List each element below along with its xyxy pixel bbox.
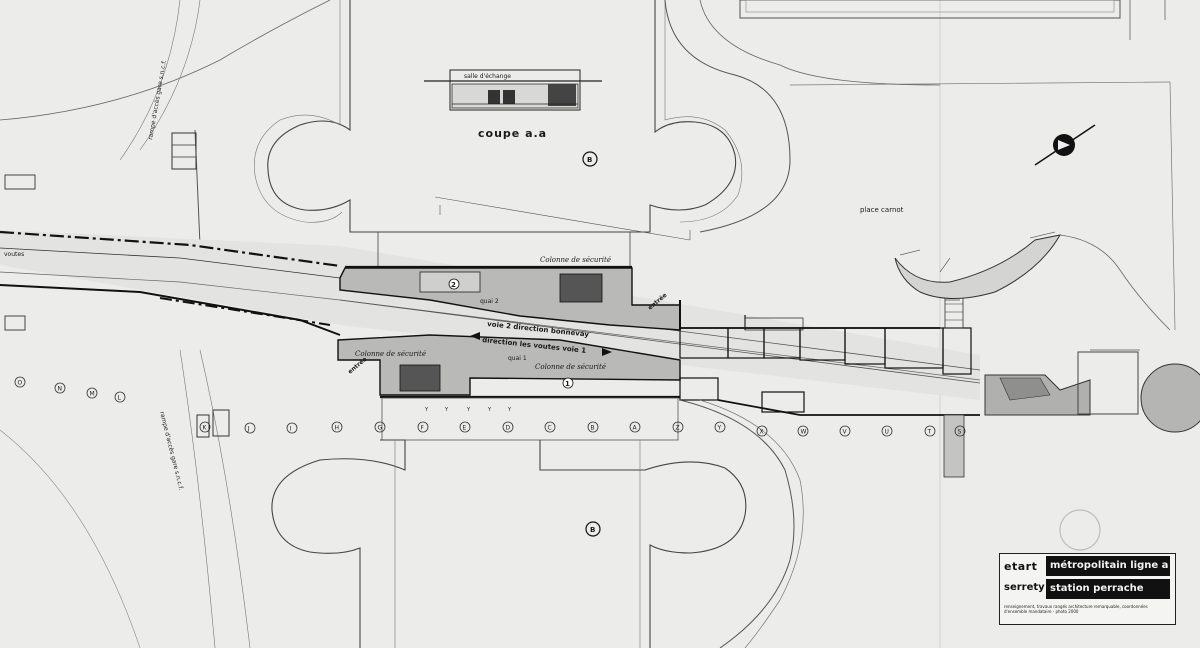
section-marker-top	[582, 151, 598, 167]
left-voutes-label: voutes	[4, 251, 24, 258]
section-marker-bottom-label: B	[590, 526, 595, 534]
title-station: station perrache	[1046, 579, 1170, 599]
column-marker-circle	[954, 425, 966, 437]
column-marker-circle	[331, 421, 343, 433]
colonne-label-mid: Colonne de sécurité	[355, 350, 426, 358]
column-marker-label: G	[378, 425, 383, 432]
column-marker-circle	[286, 422, 298, 434]
section-room-label: salle d'échange	[464, 73, 511, 80]
column-marker-circle	[797, 425, 809, 437]
column-marker-circle	[714, 421, 726, 433]
column-marker-label: L	[118, 395, 122, 402]
place-label: place carnot	[860, 206, 904, 214]
column-marker-circle	[544, 421, 556, 433]
column-tick-label: Y	[424, 407, 429, 413]
quai-2-label: quai 2	[480, 298, 499, 305]
column-marker-label: U	[885, 429, 889, 436]
badge-2: 2	[451, 281, 456, 289]
upper-plaza	[267, 0, 737, 233]
column-marker-circle	[114, 391, 126, 403]
column-marker-circle	[672, 421, 684, 433]
title-fineprint: renseignement, travaux rangés architectu…	[1004, 604, 1148, 614]
column-marker-circle	[502, 421, 514, 433]
column-tick-label: Y	[444, 407, 449, 413]
logo-etart: etart	[1004, 560, 1038, 573]
column-marker-circle	[629, 421, 641, 433]
column-marker-label: M	[90, 391, 95, 398]
column-marker-circle	[244, 422, 256, 434]
column-marker-circle	[459, 421, 471, 433]
top-building-inner	[745, 0, 1115, 13]
escalator-quai-1	[399, 364, 441, 392]
section-title: coupe a.a	[478, 127, 547, 140]
curved-stair-upper-right	[894, 234, 1061, 299]
corridor-edge-bottom	[0, 284, 341, 336]
column-tick-label: Y	[487, 407, 492, 413]
escalator-quai-2	[559, 273, 603, 303]
column-marker-label: T	[927, 429, 932, 436]
column-marker-circle	[756, 425, 768, 437]
column-marker-label: D	[506, 425, 511, 432]
top-building	[739, 0, 1121, 19]
column-tick-label: Y	[466, 407, 471, 413]
roundabout-hatched	[1140, 363, 1200, 433]
lower-plaza	[271, 439, 406, 648]
column-marker-label: S	[958, 429, 962, 436]
column-marker-label: I	[290, 426, 292, 433]
corridor-edge-top	[0, 230, 341, 268]
column-marker-label: C	[548, 425, 552, 432]
road-curve-bottom	[679, 399, 795, 648]
column-marker-label: Z	[676, 425, 680, 432]
logo-serrety: serrety	[1004, 582, 1045, 593]
section-marker-bottom	[585, 521, 601, 537]
column-marker-circle	[54, 382, 66, 394]
lower-hall-outline	[381, 397, 679, 441]
stair-lower-left	[196, 414, 210, 438]
column-marker-circle	[587, 421, 599, 433]
column-marker-label: X	[760, 429, 764, 436]
column-marker-circle	[924, 425, 936, 437]
section-marker-top-label: B	[587, 156, 592, 164]
badge-1: 1	[565, 380, 570, 388]
column-marker-label: E	[463, 425, 467, 432]
service-rooms	[679, 295, 980, 416]
column-marker-circle	[417, 421, 429, 433]
column-marker-label: V	[843, 429, 848, 436]
column-marker-circle	[86, 387, 98, 399]
column-marker-label: N	[58, 386, 63, 393]
quai-1-label: quai 1	[508, 355, 527, 362]
column-marker-label: O	[18, 380, 23, 387]
column-marker-circle	[374, 421, 386, 433]
title-line: métropolitain ligne a	[1046, 556, 1170, 576]
column-marker-label: K	[203, 425, 208, 432]
colonne-label-top: Colonne de sécurité	[540, 256, 611, 264]
column-marker-label: F	[421, 425, 425, 432]
column-marker-circle	[199, 421, 211, 433]
column-marker-circle	[839, 425, 851, 437]
column-marker-label: J	[247, 426, 250, 433]
road-curve-top	[664, 0, 791, 233]
stair-lower-right	[943, 414, 965, 478]
title-block: etart serrety métropolitain ligne a stat…	[999, 553, 1176, 625]
column-marker-label: B	[591, 425, 595, 432]
column-marker-label: Y	[717, 425, 722, 432]
ramp-label-top: rampe d'accès gare s.n.c.f.	[147, 59, 168, 140]
column-marker-label: W	[801, 429, 807, 436]
colonne-label-low: Colonne de sécurité	[535, 363, 606, 371]
column-marker-circle	[881, 425, 893, 437]
column-marker-circle	[14, 376, 26, 388]
column-marker-label: A	[633, 425, 638, 432]
stamp-mark	[1059, 509, 1101, 551]
stair-top-left	[171, 132, 197, 170]
ramp-label-bottom: rampe d'accès gare s.n.c.f.	[158, 411, 184, 491]
compass-icon	[1034, 124, 1096, 166]
column-tick-label: Y	[507, 407, 512, 413]
section-aa-drawing	[424, 69, 602, 111]
column-marker-label: H	[335, 425, 340, 432]
column-grid-lower: O N M L K J I H G F E D C B A Z Y X W V U T S	[14, 376, 966, 437]
